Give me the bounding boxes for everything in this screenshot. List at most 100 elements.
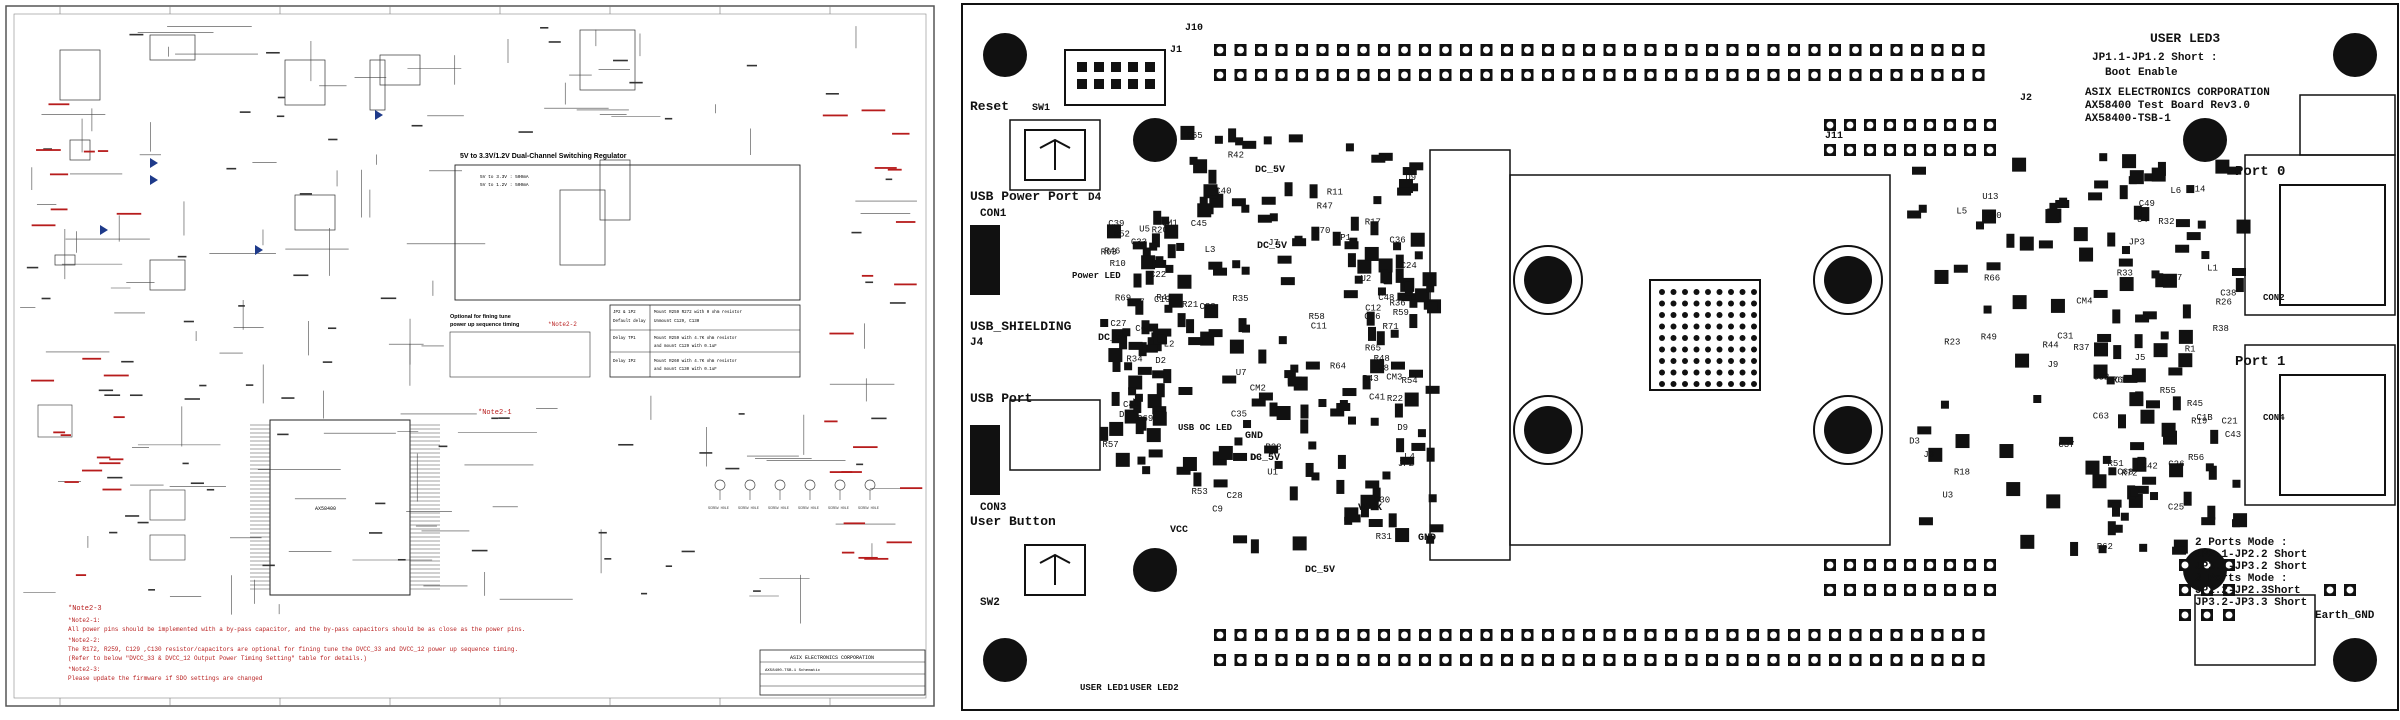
note-line-1: All power pins should be implemented wit… bbox=[68, 626, 525, 633]
refdes-label: U9 bbox=[1405, 173, 1416, 183]
refdes-label: R23 bbox=[1944, 338, 1960, 348]
jp1-label: JP1.1-JP1.2 Short : bbox=[2092, 52, 2217, 64]
refdes-label: C12 bbox=[1365, 304, 1381, 314]
table-r2-c0: Delay TP1 bbox=[613, 336, 636, 341]
dc5v-label-3: DC_5V bbox=[1098, 333, 1128, 344]
refdes-label: C45 bbox=[1191, 219, 1207, 229]
refdes-label: R55 bbox=[2160, 386, 2176, 396]
j11-label: J11 bbox=[1825, 131, 1843, 142]
refdes-label: R49 bbox=[1981, 333, 1997, 343]
refdes-label: R46 bbox=[1104, 246, 1120, 256]
refdes-label: R42 bbox=[1228, 150, 1244, 160]
refdes-label: JP2 bbox=[1398, 459, 1414, 469]
port1-label: Port 1 bbox=[2235, 354, 2285, 370]
refdes-label: C22 bbox=[1150, 270, 1166, 280]
refdes-label: R20 bbox=[1152, 225, 1168, 235]
refdes-label: CM3 bbox=[1386, 372, 1402, 382]
refdes-label: R34 bbox=[1126, 354, 1142, 364]
two-ports-b: JP3.1-JP3.2 Short bbox=[2195, 561, 2307, 573]
refdes-label: R11 bbox=[1327, 187, 1343, 197]
table-r4-c1: Mount R260 with 4.7K ohm resistor bbox=[654, 359, 737, 364]
notes-header: *Note2-1: bbox=[68, 617, 100, 624]
refdes-label: R17 bbox=[1365, 217, 1381, 227]
note-line-4-label: *Note2-3: bbox=[68, 666, 100, 673]
usb-oc-led-label: USB OC LED bbox=[1178, 423, 1233, 433]
reference-designators: C11C12D3C10D2U1U2U3U4U5U7U9U13U14D7D8D9J… bbox=[1101, 131, 2241, 552]
note-line-2: The R172, R259, C129 ,C130 resistor/capa… bbox=[68, 646, 518, 653]
refdes-label: R53 bbox=[1192, 487, 1208, 497]
board-id: AX58400-TSB-1 bbox=[2085, 113, 2171, 125]
refdes-label: C49 bbox=[2139, 199, 2155, 209]
refdes-label: C69 bbox=[1137, 414, 1153, 424]
port0-label: Port 0 bbox=[2235, 164, 2285, 180]
schematic-drawing: 5V to 3.3V/1.2V Dual-Channel Switching R… bbox=[5, 5, 935, 707]
refdes-label: L2 bbox=[1164, 339, 1175, 349]
refdes-label: C68 bbox=[2117, 468, 2133, 478]
refdes-label: C42 bbox=[2142, 462, 2158, 472]
refdes-label: R18 bbox=[1954, 467, 1970, 477]
refdes-label: R52 bbox=[1114, 230, 1130, 240]
refdes-label: C39 bbox=[1108, 219, 1124, 229]
refdes-label: C44 bbox=[1123, 400, 1139, 410]
refdes-label: L5 bbox=[1956, 207, 1967, 217]
refdes-label: R22 bbox=[1387, 394, 1403, 404]
board-name: AX58400 Test Board Rev3.0 bbox=[2085, 100, 2250, 112]
refdes-label: C36 bbox=[1389, 236, 1405, 246]
refdes-label: R32 bbox=[2158, 217, 2174, 227]
refdes-label: J6 bbox=[1133, 393, 1144, 403]
refdes-label: J9 bbox=[2047, 360, 2058, 370]
smd-components bbox=[1100, 125, 2251, 556]
refdes-label: L4 bbox=[1404, 452, 1415, 462]
usb-power-port-label: USB Power Port bbox=[970, 189, 1079, 204]
refdes-label: C21 bbox=[2221, 417, 2237, 427]
screw-hole-label: SCREW HOLE bbox=[828, 507, 849, 511]
refdes-label: R27 bbox=[1129, 297, 1145, 307]
screw-hole-label: SCREW HOLE bbox=[768, 507, 789, 511]
refdes-label: U3 bbox=[1942, 490, 1953, 500]
user-led2-label: USER LED2 bbox=[1130, 683, 1179, 693]
refdes-label: R51 bbox=[2107, 459, 2123, 469]
refdes-label: R56 bbox=[2188, 453, 2204, 463]
refdes-label: D7 bbox=[1119, 410, 1130, 420]
user-led3-label: USER LED3 bbox=[2150, 31, 2220, 46]
refdes-label: R60 bbox=[1985, 211, 2001, 221]
j10-label: J10 bbox=[1185, 23, 1203, 34]
refdes-label: L1 bbox=[2207, 264, 2218, 274]
timing-title: Optional for fining tune bbox=[450, 314, 511, 320]
regulator-note-1: 5V to 3.3V : 500mA bbox=[480, 174, 529, 180]
dc5v-label-5: DC_5V bbox=[1305, 565, 1335, 576]
con2-label: CON2 bbox=[2263, 293, 2285, 303]
refdes-label: C43 bbox=[2225, 430, 2241, 440]
refdes-label: C26 bbox=[2168, 460, 2184, 470]
two-ports-a: JP2.1-JP2.2 Short bbox=[2195, 549, 2307, 561]
refdes-label: R63 bbox=[1101, 247, 1117, 257]
note-line-3: (Refer to below "DVCC_33 & DVCC_12 Outpu… bbox=[68, 655, 367, 662]
refdes-label: CM4 bbox=[2076, 296, 2092, 306]
main-ic-name: AX58400 bbox=[315, 506, 336, 512]
refdes-label: R66 bbox=[1984, 273, 2000, 283]
refdes-label: C27 bbox=[1110, 319, 1126, 329]
refdes-label: D9 bbox=[1397, 423, 1408, 433]
con3-label: CON3 bbox=[980, 502, 1007, 514]
j4-label: J4 bbox=[970, 337, 984, 349]
refdes-label: R38 bbox=[2213, 324, 2229, 334]
refdes-label: J3 bbox=[1923, 450, 1934, 460]
refdes-label: R28 bbox=[1265, 442, 1281, 452]
refdes-label: C28 bbox=[1226, 491, 1242, 501]
refdes-label: C63 bbox=[2093, 412, 2109, 422]
refdes-label: U1 bbox=[1267, 467, 1278, 477]
refdes-label: U4 bbox=[2137, 215, 2148, 225]
refdes-label: R71 bbox=[1382, 322, 1398, 332]
sw2-label: SW2 bbox=[980, 597, 1000, 609]
refdes-label: C64 bbox=[1135, 324, 1151, 334]
con1-label: CON1 bbox=[980, 208, 1007, 220]
main-chip-footprint bbox=[1649, 279, 1761, 391]
refdes-label: C24 bbox=[1401, 261, 1417, 271]
refdes-label: C1B bbox=[2197, 413, 2214, 423]
regulator-title: 5V to 3.3V/1.2V Dual-Channel Switching R… bbox=[460, 153, 627, 160]
note-line-2-label: *Note2-2: bbox=[68, 637, 100, 644]
refdes-label: U13 bbox=[1982, 192, 1998, 202]
